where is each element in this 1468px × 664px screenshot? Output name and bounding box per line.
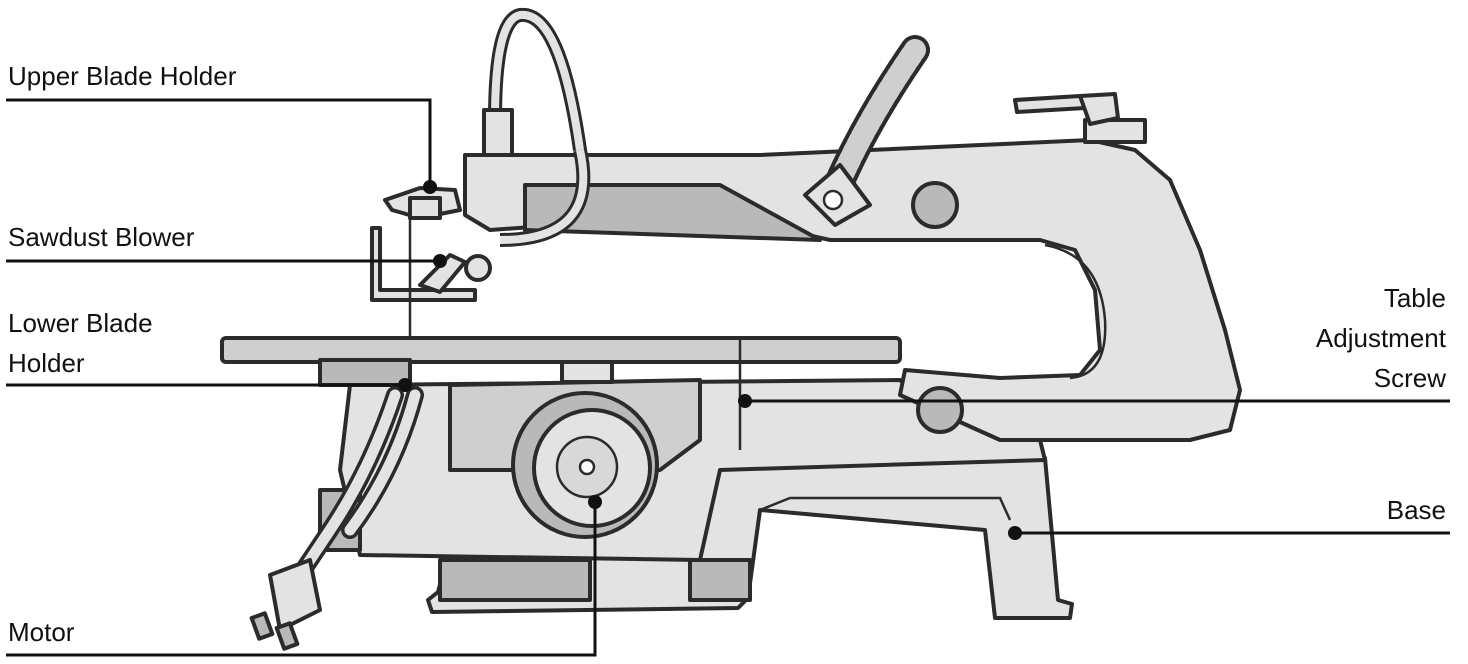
callout-base: Base — [1008, 495, 1450, 540]
marker-upper-blade-holder — [423, 180, 437, 194]
label-lower-blade-holder-line2: Holder — [8, 348, 85, 378]
marker-base — [1008, 526, 1022, 540]
label-motor: Motor — [8, 617, 75, 647]
sawdust-blower-assembly — [370, 226, 492, 302]
callout-motor: Motor — [6, 495, 602, 657]
upper-arm — [463, 92, 1242, 442]
power-cord — [249, 386, 424, 651]
callout-lower-blade-holder: Lower Blade Holder — [6, 308, 412, 392]
label-table-adjustment-line2: Adjustment — [1316, 323, 1447, 353]
label-table-adjustment-line3: Screw — [1374, 363, 1446, 393]
gooseneck-hose — [803, 35, 930, 227]
blower-hose — [482, 7, 591, 247]
label-sawdust-blower: Sawdust Blower — [8, 222, 195, 252]
upper-blade-holder-assembly — [383, 186, 462, 220]
saw-table — [220, 336, 902, 450]
callouts: Upper Blade Holder Sawdust Blower Lower … — [6, 61, 1450, 657]
marker-table-adjustment-screw — [738, 394, 752, 408]
scroll-saw-illustration — [220, 7, 1242, 651]
label-upper-blade-holder: Upper Blade Holder — [8, 61, 237, 91]
callout-upper-blade-holder: Upper Blade Holder — [6, 61, 437, 194]
marker-sawdust-blower — [433, 254, 447, 268]
label-base: Base — [1387, 495, 1446, 525]
leader-motor — [6, 502, 597, 657]
marker-lower-blade-holder — [398, 378, 412, 392]
callout-table-adjustment-screw: Table Adjustment Screw — [738, 283, 1450, 408]
label-lower-blade-holder-line1: Lower Blade — [8, 308, 153, 338]
leader-upper-blade-holder — [6, 98, 432, 186]
motor-assembly — [511, 391, 659, 539]
label-table-adjustment-line1: Table — [1384, 283, 1446, 313]
marker-motor — [588, 495, 602, 509]
callout-sawdust-blower: Sawdust Blower — [6, 222, 447, 268]
